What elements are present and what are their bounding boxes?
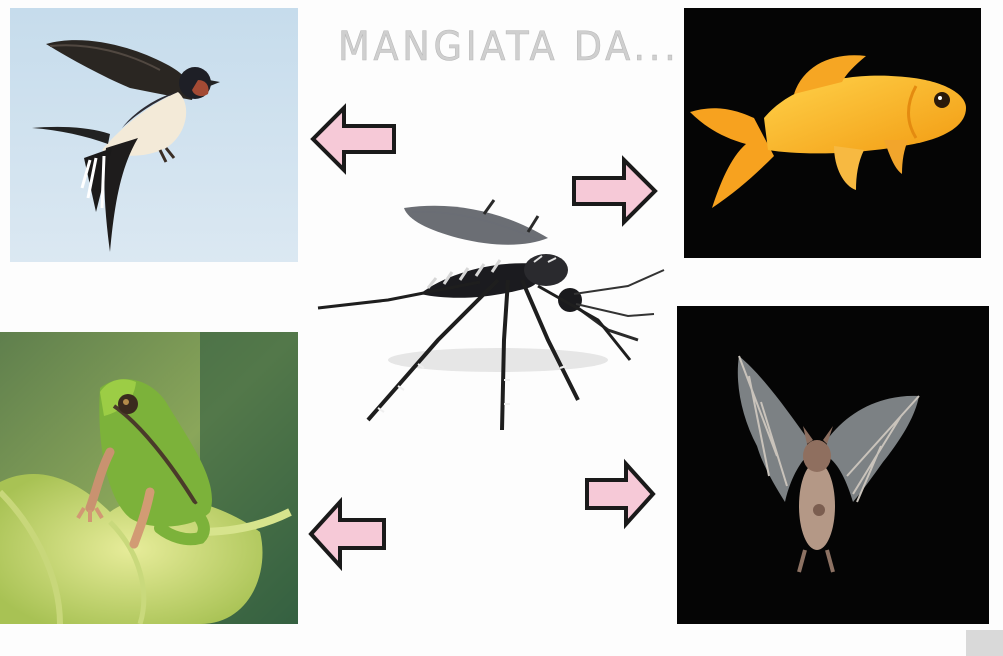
swallow-icon — [10, 8, 298, 262]
arrow-left-icon — [308, 100, 398, 178]
goldfish-photo — [684, 8, 981, 258]
frog-icon — [0, 332, 298, 624]
arrow-right-icon — [568, 152, 660, 230]
bat-photo — [677, 306, 989, 624]
bat-icon — [677, 306, 989, 624]
frog-photo — [0, 332, 298, 624]
arrow-right-icon — [582, 456, 658, 532]
arrow-left-icon — [306, 494, 388, 574]
corner-shadow — [966, 630, 1003, 656]
swallow-photo — [10, 8, 298, 262]
page-title: MANGIATA DA... — [338, 24, 679, 70]
goldfish-icon — [684, 8, 981, 258]
